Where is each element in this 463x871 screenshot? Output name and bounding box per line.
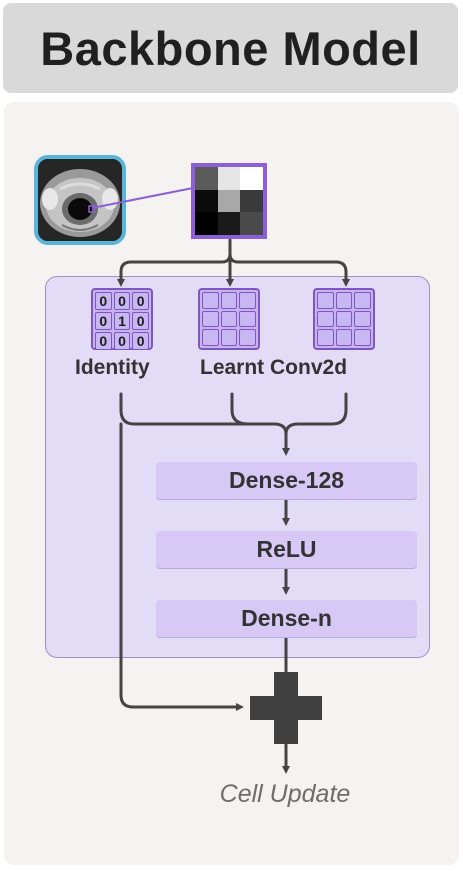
kernel-cell (239, 292, 256, 309)
patch-pixel (240, 189, 263, 213)
kernel-cell: 0 (132, 312, 149, 330)
kernel-cell (220, 292, 238, 309)
kernel-cell (335, 292, 353, 309)
patch-pixel (240, 167, 263, 190)
kernel-cell (354, 292, 371, 309)
layer-dense-n: Dense-n (156, 600, 417, 637)
kernel-cell (239, 310, 256, 328)
kernel-cell: 0 (113, 292, 131, 310)
kernel-cell (317, 292, 334, 309)
kernel-cell: 0 (113, 332, 131, 350)
title-bar: Backbone Model (3, 3, 458, 93)
learnt-kernel-1 (198, 288, 260, 350)
kernel-cell (317, 310, 334, 328)
kernel-cell (354, 329, 371, 346)
patch-pixel (195, 189, 218, 213)
layer-dense-128: Dense-128 (156, 462, 417, 499)
kernel-cell (220, 329, 238, 346)
kernel-cell (220, 310, 238, 328)
learnt-kernel-2 (313, 288, 375, 350)
kernel-cell (354, 310, 371, 328)
kernel-cell (317, 329, 334, 346)
kernel-cell (335, 310, 353, 328)
kernel-cell (202, 329, 219, 346)
patch-pixel (217, 167, 241, 190)
kernel-cell: 0 (95, 292, 112, 310)
layer-relu: ReLU (156, 531, 417, 568)
kernel-cell (202, 292, 219, 309)
kernel-cell (239, 329, 256, 346)
patch-pixel (195, 212, 218, 235)
learnt-conv2d-label: Learnt Conv2d (200, 356, 348, 379)
kernel-cell (202, 310, 219, 328)
patch-pixel (217, 212, 241, 235)
kernel-cell: 0 (95, 332, 112, 350)
cell-update-label: Cell Update (219, 780, 351, 808)
diagram-title: Backbone Model (40, 21, 421, 75)
patch-pixel (195, 167, 218, 190)
kernel-cell (335, 329, 353, 346)
identity-label: Identity (75, 356, 150, 379)
kernel-cell: 0 (132, 292, 149, 310)
kernel-cell: 0 (95, 312, 112, 330)
patch-pixel (240, 212, 263, 235)
kernel-cell: 0 (132, 332, 149, 350)
kernel-cell: 1 (113, 312, 131, 330)
patch-pixel (217, 189, 241, 213)
input-patch (191, 163, 267, 239)
